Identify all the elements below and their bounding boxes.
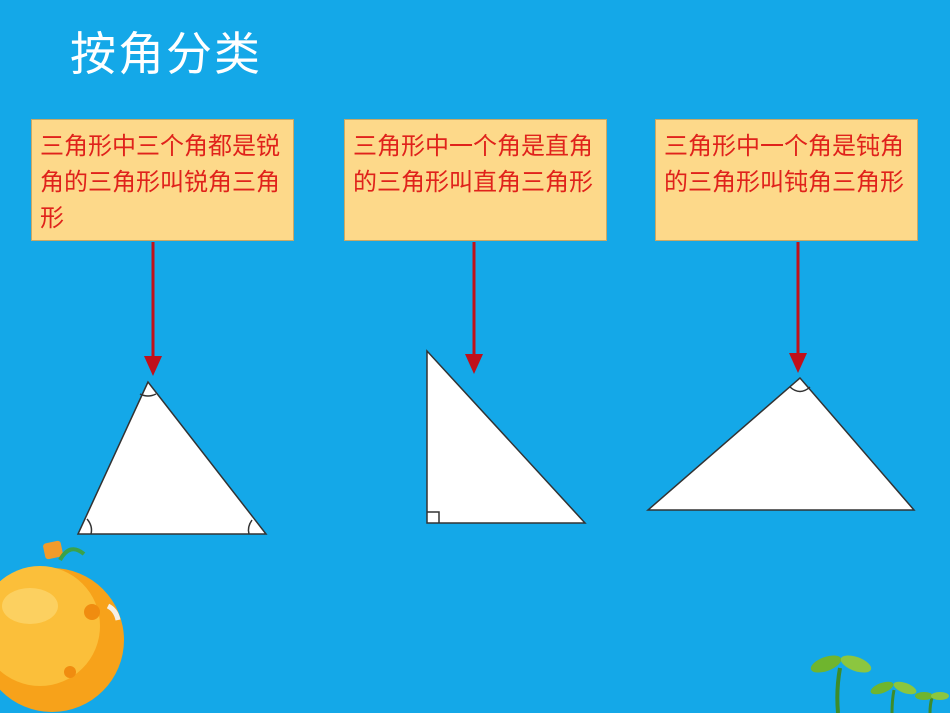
acute-angle-mark-right [247,519,253,535]
arrow-right [465,242,483,374]
acute-angle-mark-left [86,518,93,535]
definition-card-acute: 三角形中三个角都是锐角的三角形叫锐角三角形 [31,119,294,241]
sprout-icon [810,655,949,713]
acute-triangle [76,380,268,535]
definition-text-right: 三角形中一个角是直角的三角形叫直角三角形 [353,132,593,196]
definition-text-obtuse: 三角形中一个角是钝角的三角形叫钝角三角形 [664,132,904,196]
acute-angle-mark-top [139,393,157,397]
obtuse-angle-mark [789,386,811,393]
orange-planet-icon [0,540,124,712]
right-triangle [426,349,587,524]
arrow-acute [144,242,162,376]
definition-text-acute: 三角形中三个角都是锐角的三角形叫锐角三角形 [40,132,280,232]
slide-title: 按角分类 [70,27,262,81]
right-angle-mark [427,511,440,523]
arrow-obtuse [789,242,807,373]
definition-card-right: 三角形中一个角是直角的三角形叫直角三角形 [344,119,607,241]
definition-card-obtuse: 三角形中一个角是钝角的三角形叫钝角三角形 [655,119,918,241]
obtuse-triangle [645,376,916,511]
